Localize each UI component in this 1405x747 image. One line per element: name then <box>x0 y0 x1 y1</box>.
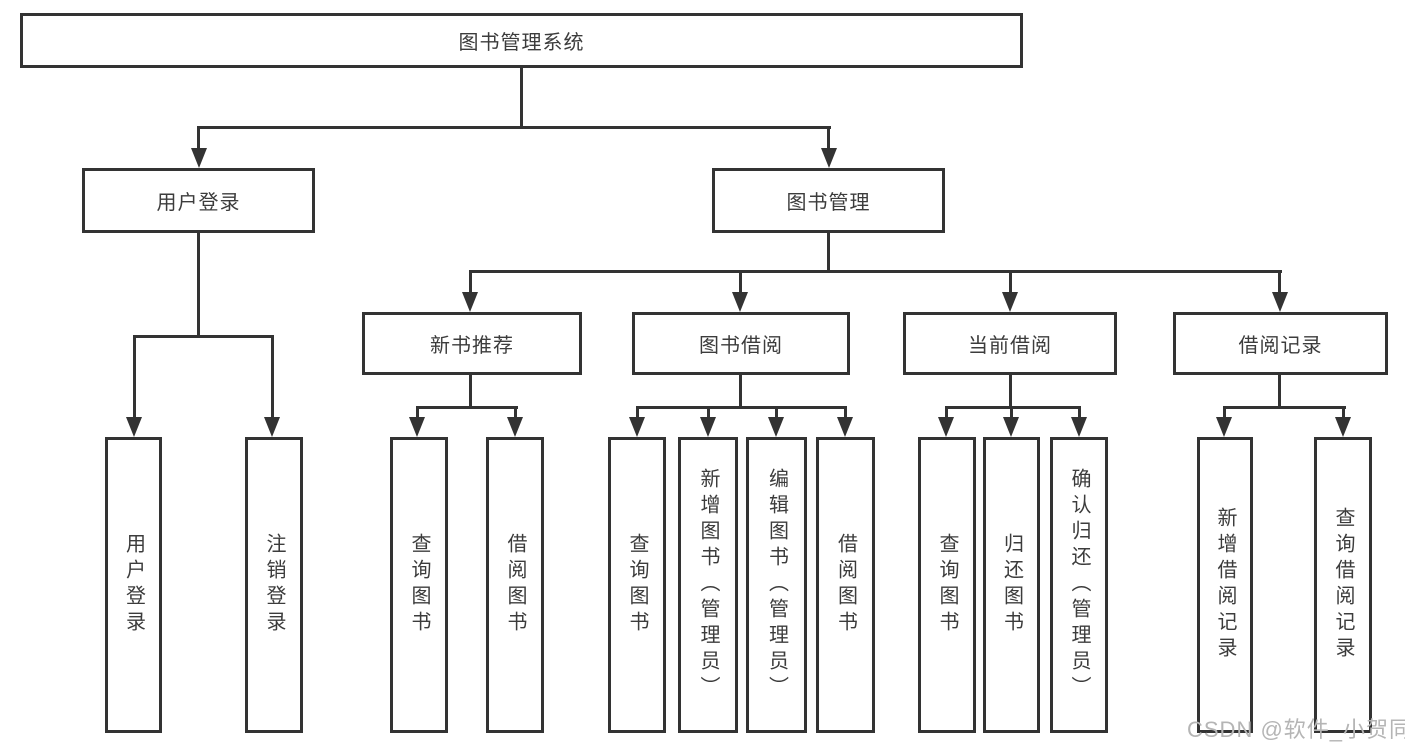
connector-stem-edit-book-admin <box>775 406 778 419</box>
connector-stem-current-borrowing <box>1009 270 1012 294</box>
leaf-user-login: 用户登录 <box>105 437 162 733</box>
connector-stem-query-books-c <box>945 406 948 419</box>
connector-stem-leaf-user-login <box>133 335 136 418</box>
leaf-query-borrow-record: 查询借阅记录 <box>1314 437 1372 733</box>
arrowhead-add-borrow-record <box>1216 417 1232 437</box>
node-user-login: 用户登录 <box>82 168 315 233</box>
connector-stem-borrowing-records <box>1278 270 1281 294</box>
connector-groupD-rake <box>1223 406 1346 409</box>
connector-groupA-rake <box>416 406 518 409</box>
leaf-logout: 注销登录 <box>245 437 303 733</box>
leaf-return-books-label: 归还图书 <box>1000 533 1023 637</box>
connector-groupC-trunk <box>1009 375 1012 406</box>
leaf-borrow-books-b-label: 借阅图书 <box>834 533 857 637</box>
connector-stem-add-borrow-record <box>1223 406 1226 419</box>
node-root: 图书管理系统 <box>20 13 1023 68</box>
leaf-query-borrow-record-label: 查询借阅记录 <box>1332 507 1354 663</box>
connector-stem-user-login <box>197 126 200 150</box>
node-book-management-label: 图书管理 <box>786 192 871 214</box>
node-borrowing-records-label: 借阅记录 <box>1238 335 1323 357</box>
leaf-edit-book-admin-label: 编辑图书（管理员） <box>765 468 788 702</box>
node-new-book-recommend-label: 新书推荐 <box>430 335 514 357</box>
leaf-add-book-admin-label: 新增图书（管理员） <box>697 468 719 702</box>
leaf-return-books: 归还图书 <box>983 437 1040 733</box>
connector-stem-query-books-b <box>636 406 639 419</box>
watermark-text: CSDN @软件_小贺同学 <box>1187 717 1405 742</box>
connector-stem-book-borrowing <box>739 270 742 294</box>
leaf-add-book-admin: 新增图书（管理员） <box>678 437 738 733</box>
connector-groupA-trunk <box>469 375 472 406</box>
leaf-borrow-books-b: 借阅图书 <box>816 437 875 733</box>
arrowhead-return-books <box>1003 417 1019 437</box>
leaf-query-books-b: 查询图书 <box>608 437 666 733</box>
arrowhead-query-books-c <box>938 417 954 437</box>
leaf-query-books-c-label: 查询图书 <box>936 533 958 637</box>
connector-groupD-trunk <box>1278 375 1281 406</box>
arrowhead-book-management <box>821 148 837 168</box>
connector-stem-query-books-a <box>416 406 419 419</box>
connector-stem-new-book-recommend <box>469 270 472 294</box>
leaf-query-books-b-label: 查询图书 <box>626 533 648 637</box>
node-book-borrowing: 图书借阅 <box>632 312 850 375</box>
leaf-confirm-return-admin: 确认归还（管理员） <box>1050 437 1108 733</box>
leaf-query-books-c: 查询图书 <box>918 437 976 733</box>
arrowhead-borrowing-records <box>1272 292 1288 312</box>
connector-book-management-trunk <box>827 233 830 273</box>
connector-user-login-rake <box>133 335 274 338</box>
connector-book-management-rake <box>469 270 1282 273</box>
leaf-user-login-label: 用户登录 <box>122 533 145 637</box>
leaf-query-books-a: 查询图书 <box>390 437 448 733</box>
leaf-borrow-books-a-label: 借阅图书 <box>504 533 526 637</box>
arrowhead-query-books-a <box>409 417 425 437</box>
arrowhead-leaf-logout <box>264 417 280 437</box>
connector-root-trunk <box>520 68 523 126</box>
arrowhead-add-book-admin <box>700 417 716 437</box>
node-root-label: 图书管理系统 <box>458 32 585 54</box>
connector-groupB-trunk <box>739 375 742 406</box>
arrowhead-edit-book-admin <box>768 417 784 437</box>
arrowhead-confirm-return <box>1071 417 1087 437</box>
leaf-confirm-return-admin-label: 确认归还（管理员） <box>1068 468 1090 702</box>
arrowhead-user-login <box>191 148 207 168</box>
connector-user-login-trunk <box>197 232 200 336</box>
node-book-management: 图书管理 <box>712 168 945 233</box>
arrowhead-new-book-recommend <box>462 292 478 312</box>
connector-stem-borrow-books-a <box>514 406 517 419</box>
leaf-query-books-a-label: 查询图书 <box>408 533 430 637</box>
connector-stem-query-borrow-record <box>1342 406 1345 419</box>
node-user-login-label: 用户登录 <box>156 192 241 214</box>
arrowhead-leaf-user-login <box>126 417 142 437</box>
connector-groupC-rake <box>945 406 1081 409</box>
leaf-borrow-books-a: 借阅图书 <box>486 437 544 733</box>
connector-stem-borrow-books-b <box>844 406 847 419</box>
arrowhead-book-borrowing <box>732 292 748 312</box>
node-book-borrowing-label: 图书借阅 <box>699 335 783 357</box>
arrowhead-current-borrowing <box>1002 292 1018 312</box>
node-new-book-recommend: 新书推荐 <box>362 312 582 375</box>
arrowhead-query-books-b <box>629 417 645 437</box>
node-current-borrowing-label: 当前借阅 <box>968 335 1052 357</box>
arrowhead-borrow-books-a <box>507 417 523 437</box>
leaf-add-borrow-record: 新增借阅记录 <box>1197 437 1253 733</box>
connector-stem-book-management <box>827 126 830 150</box>
leaf-logout-label: 注销登录 <box>263 533 285 637</box>
connector-stem-return-books <box>1010 406 1013 419</box>
leaf-edit-book-admin: 编辑图书（管理员） <box>746 437 807 733</box>
connector-groupB-rake <box>636 406 847 409</box>
arrowhead-query-borrow-record <box>1335 417 1351 437</box>
connector-stem-confirm-return <box>1078 406 1081 419</box>
connector-root-rake <box>197 126 831 129</box>
connector-stem-add-book-admin <box>707 406 710 419</box>
node-current-borrowing: 当前借阅 <box>903 312 1117 375</box>
arrowhead-borrow-books-b <box>837 417 853 437</box>
node-borrowing-records: 借阅记录 <box>1173 312 1388 375</box>
connector-stem-leaf-logout <box>271 335 274 418</box>
leaf-add-borrow-record-label: 新增借阅记录 <box>1214 507 1236 663</box>
